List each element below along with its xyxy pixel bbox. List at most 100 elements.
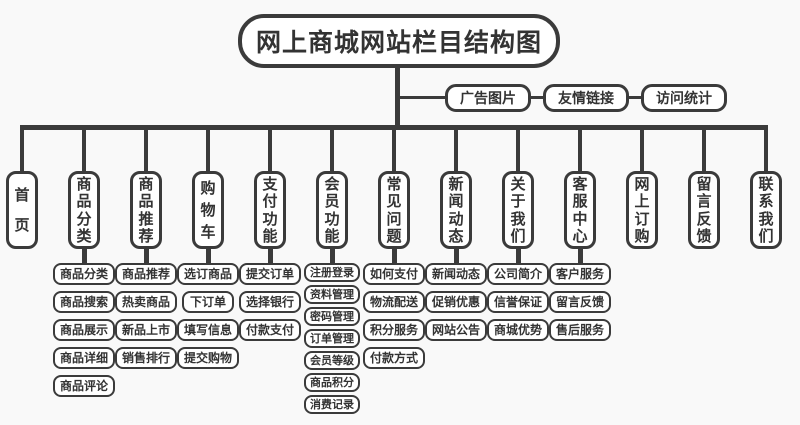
- column-drop-line: [392, 130, 396, 172]
- column-child-connector-line: [268, 248, 273, 263]
- top-link-connector-line: [629, 96, 641, 99]
- child-node: 商品展示: [52, 319, 115, 341]
- children-group: 客户服务留言反馈售后服务: [535, 263, 625, 341]
- column-child-connector-line: [578, 248, 583, 263]
- child-node: 商品搜索: [52, 291, 115, 313]
- column-label-char: 功: [324, 209, 340, 228]
- top-link-node: 友情链接: [543, 84, 629, 112]
- child-node: 选订商品: [176, 263, 239, 285]
- child-node: 商品评论: [52, 375, 115, 397]
- child-node: 商品积分: [304, 373, 360, 392]
- column-label-char: 问: [386, 209, 402, 228]
- child-node: 客户服务: [548, 263, 611, 285]
- column-label-char: 于: [510, 192, 526, 211]
- column-drop-line: [764, 130, 768, 172]
- top-link-node: 广告图片: [445, 84, 531, 112]
- column-label-char: 我: [510, 209, 526, 228]
- child-node: 如何支付: [362, 263, 425, 285]
- top-link-connector-line: [531, 96, 543, 99]
- column-label-char: 动: [448, 209, 464, 228]
- child-node: 填写信息: [176, 319, 239, 341]
- column-label-char: 购: [634, 227, 650, 246]
- column-label-char: 员: [324, 192, 340, 211]
- child-node: 会员等级: [304, 351, 360, 370]
- column-label-char: 新: [448, 174, 464, 193]
- column-label-char: 页: [14, 215, 30, 234]
- child-node: 商城优势: [486, 319, 549, 341]
- child-node: 商品推荐: [114, 263, 177, 285]
- child-node: 售后服务: [548, 319, 611, 341]
- child-node: 付款方式: [362, 347, 425, 369]
- column-node: 购物车: [192, 171, 224, 249]
- column-label-char: 品: [138, 192, 154, 211]
- column-drop-line: [516, 130, 520, 172]
- column-child-connector-line: [82, 248, 87, 263]
- column-drop-line: [20, 130, 24, 172]
- column-label-char: 联: [758, 174, 774, 193]
- column-label-char: 馈: [696, 227, 712, 246]
- column-label-char: 系: [758, 192, 774, 211]
- child-node: 密码管理: [304, 307, 360, 326]
- column-label-char: 闻: [448, 192, 464, 211]
- column-label-char: 我: [758, 209, 774, 228]
- column-node: 联系我们: [750, 171, 782, 249]
- diagram-title-node: 网上商城网站栏目结构图: [238, 14, 560, 68]
- column-drop-line: [268, 130, 272, 172]
- column-label-char: 推: [138, 209, 154, 228]
- column-child-connector-line: [516, 248, 521, 263]
- column-label-char: 购: [200, 179, 216, 197]
- column-label-char: 题: [386, 227, 402, 246]
- children-group: 新闻动态促销优惠网站公告: [411, 263, 501, 341]
- column-label-char: 能: [262, 227, 278, 246]
- column-label-char: 品: [76, 192, 92, 211]
- child-node: 提交购物: [176, 347, 239, 369]
- column-label-char: 心: [572, 227, 588, 246]
- column-node: 会员功能: [316, 171, 348, 249]
- column-node: 常见问题: [378, 171, 410, 249]
- child-node: 商品分类: [52, 263, 115, 285]
- child-node: 留言反馈: [548, 291, 611, 313]
- column-label-char: 能: [324, 227, 340, 246]
- child-node: 信誉保证: [486, 291, 549, 313]
- column-label-char: 服: [572, 192, 588, 211]
- child-node: 提交订单: [238, 263, 301, 285]
- column-label-char: 言: [696, 192, 712, 211]
- column-label-char: 们: [758, 227, 774, 246]
- column-child-connector-line: [454, 248, 459, 263]
- column-label-char: 常: [386, 174, 402, 193]
- child-node: 新闻动态: [424, 263, 487, 285]
- child-node: 资料管理: [304, 285, 360, 304]
- child-node: 订单管理: [304, 329, 360, 348]
- child-node: 积分服务: [362, 319, 425, 341]
- column-label-char: 网: [634, 174, 650, 193]
- child-node: 注册登录: [304, 263, 360, 282]
- column-label-char: 首: [14, 186, 30, 205]
- column-label-char: 支: [262, 174, 278, 193]
- column-child-connector-line: [144, 248, 149, 263]
- column-drop-line: [330, 130, 334, 172]
- child-node: 消费记录: [304, 395, 360, 414]
- column-label-char: 反: [696, 209, 712, 228]
- column-label-char: 留: [696, 174, 712, 193]
- column-node: 客服中心: [564, 171, 596, 249]
- column-label-char: 类: [76, 227, 92, 246]
- column-label-char: 商: [138, 174, 154, 193]
- children-group: 商品推荐热卖商品新品上市销售排行: [101, 263, 191, 369]
- column-drop-line: [144, 130, 148, 172]
- column-node: 新闻动态: [440, 171, 472, 249]
- child-node: 付款支付: [238, 319, 301, 341]
- column-node: 商品分类: [68, 171, 100, 249]
- column-label-char: 荐: [138, 227, 154, 246]
- child-node: 热卖商品: [114, 291, 177, 313]
- diagram-title-label: 网上商城网站栏目结构图: [255, 28, 542, 57]
- children-group: 注册登录资料管理密码管理订单管理会员等级商品积分消费记录: [287, 263, 377, 414]
- column-drop-line: [454, 130, 458, 172]
- column-label-char: 会: [324, 174, 340, 193]
- children-group: 提交订单选择银行付款支付: [225, 263, 315, 341]
- column-label-char: 分: [76, 209, 92, 228]
- side-branch-line: [399, 96, 445, 99]
- children-group: 选订商品下订单填写信息提交购物: [163, 263, 253, 369]
- column-label-char: 们: [510, 227, 526, 246]
- children-group: 商品分类商品搜索商品展示商品详细商品评论: [39, 263, 129, 397]
